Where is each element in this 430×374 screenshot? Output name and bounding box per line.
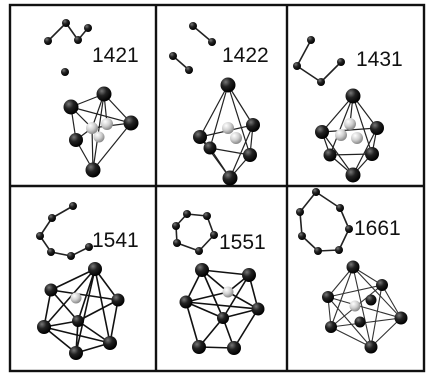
panel-1431: 1431	[293, 36, 403, 183]
panel-label: 1661	[354, 217, 401, 240]
ring-structure	[296, 39, 342, 83]
ring-structure	[39, 205, 90, 257]
panel-1422: 1422	[169, 22, 269, 186]
panel-1661: 1661	[296, 188, 408, 354]
core-atoms	[315, 88, 384, 183]
core-structure	[321, 95, 378, 176]
panel-label: 1421	[92, 44, 139, 67]
core-atoms	[37, 262, 125, 360]
core-atoms	[179, 263, 265, 355]
panel-label: 1541	[92, 229, 139, 252]
panel-grid	[8, 3, 426, 373]
ring-atoms	[169, 22, 216, 74]
core-structure	[43, 268, 119, 354]
core-atoms	[63, 86, 139, 178]
panel-1421: 1421	[44, 19, 139, 178]
ring-atoms	[296, 188, 353, 255]
ring-structure	[299, 191, 350, 252]
panel-label: 1422	[222, 44, 269, 67]
core-structure	[327, 266, 402, 348]
panel-label: 1551	[219, 231, 266, 254]
ring-structure	[172, 25, 213, 71]
ring-atoms	[293, 36, 345, 86]
ring-atoms	[172, 210, 218, 255]
panel-1551: 1551	[172, 210, 266, 355]
ring-atoms	[36, 202, 93, 260]
core-atoms	[193, 77, 260, 186]
ring-atoms	[44, 19, 92, 76]
panel-label: 1431	[356, 48, 403, 71]
core-atoms	[322, 260, 408, 354]
panel-1541: 1541	[36, 202, 139, 360]
